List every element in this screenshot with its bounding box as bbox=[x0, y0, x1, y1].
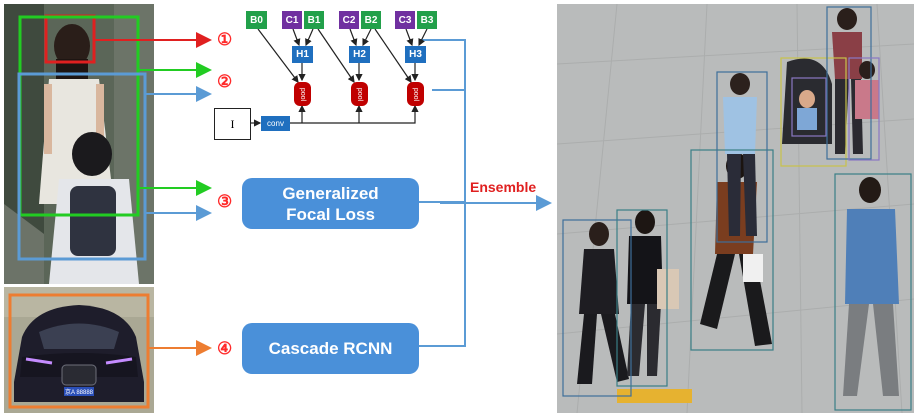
node-h3: H3 bbox=[405, 46, 426, 63]
marker-2: ② bbox=[217, 72, 233, 91]
marker-4: ④ bbox=[217, 339, 233, 358]
ensemble-label: Ensemble bbox=[470, 179, 537, 195]
vehicle-photo: 京A 88888 bbox=[4, 287, 154, 413]
pool-2: pool bbox=[351, 82, 368, 106]
node-h1: H1 bbox=[292, 46, 313, 63]
detection-scene bbox=[557, 4, 914, 413]
node-b2: B2 bbox=[361, 11, 381, 29]
network-edges bbox=[250, 28, 428, 127]
pool-3: pool bbox=[407, 82, 424, 106]
pedestrian-photo bbox=[4, 4, 154, 284]
input-node: I bbox=[214, 108, 251, 140]
marker-1: ① bbox=[217, 30, 233, 49]
node-c1: C1 bbox=[282, 11, 302, 29]
pedestrian-scene bbox=[4, 4, 154, 284]
vehicle-box bbox=[8, 293, 150, 409]
ensemble-bracket-outer bbox=[419, 39, 466, 347]
visible-body-box bbox=[17, 72, 147, 261]
node-b0: B0 bbox=[246, 11, 267, 29]
cascade-rcnn-box: Cascade RCNN bbox=[242, 323, 419, 374]
vehicle-scene: 京A 88888 bbox=[4, 287, 154, 413]
node-b3: B3 bbox=[417, 11, 437, 29]
detection-result-photo bbox=[557, 4, 914, 413]
conv-node: conv bbox=[261, 116, 290, 131]
node-c2: C2 bbox=[339, 11, 359, 29]
gfl-method-box: Generalized Focal Loss bbox=[242, 178, 419, 229]
pool-1: pool bbox=[294, 82, 311, 106]
node-b1: B1 bbox=[304, 11, 324, 29]
detection-boxes bbox=[562, 6, 912, 411]
license-plate: 京A 88888 bbox=[65, 388, 94, 396]
node-h2: H2 bbox=[349, 46, 370, 63]
pedestrian-figures bbox=[577, 8, 899, 396]
node-c3: C3 bbox=[395, 11, 415, 29]
marker-3: ③ bbox=[217, 192, 233, 211]
